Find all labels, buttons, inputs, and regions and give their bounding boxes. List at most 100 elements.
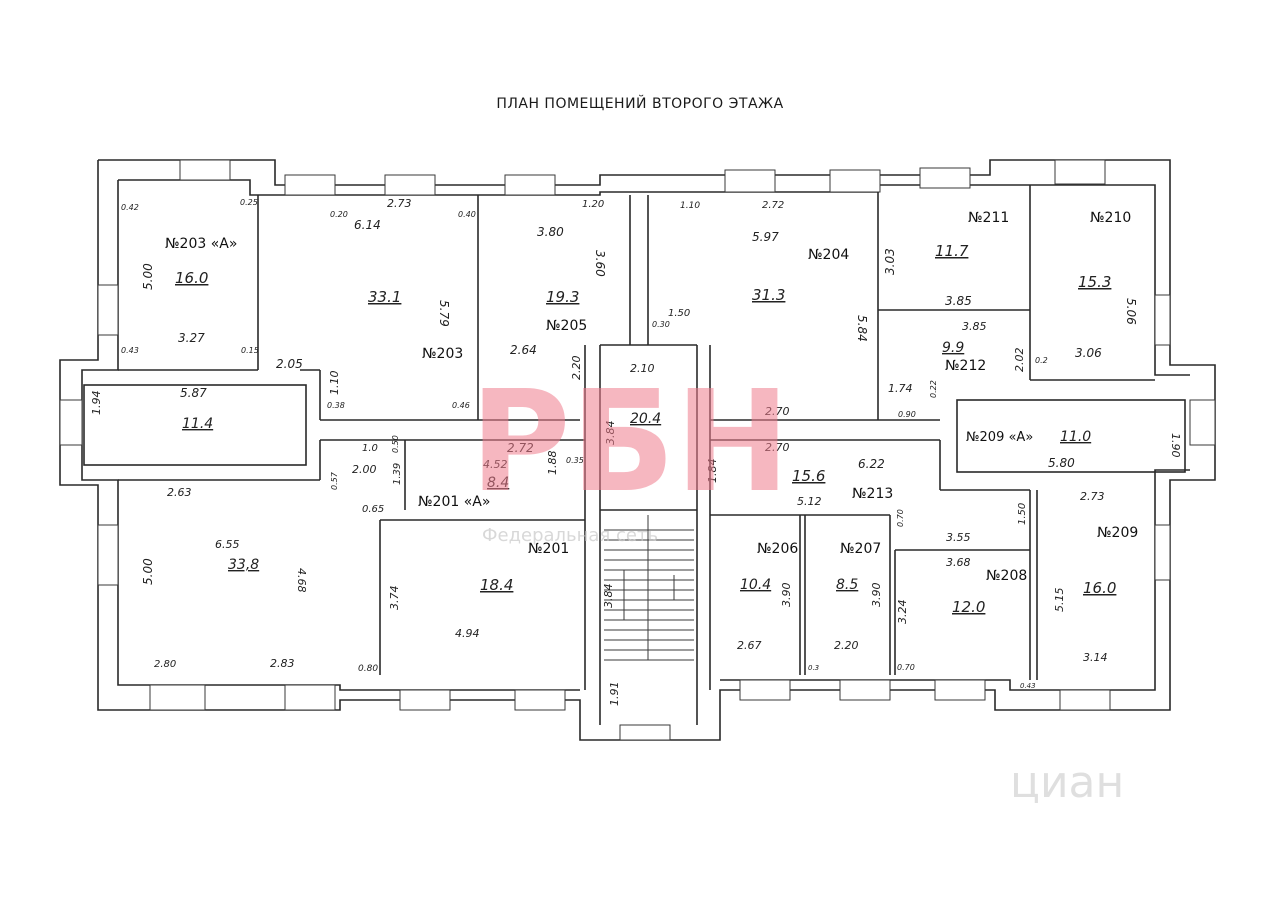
room-204-label: №204	[808, 247, 849, 263]
dim: 2.73	[387, 197, 412, 210]
dim: 5.12	[797, 495, 822, 508]
dim: 5.84	[855, 315, 869, 342]
dim: 3.85	[962, 320, 987, 333]
stair-hall-area: 20.4	[630, 411, 661, 427]
room-213-area: 15.6	[792, 467, 825, 485]
dim: 3.80	[537, 225, 564, 239]
dim: 2.05	[276, 357, 303, 371]
dim: 2.70	[765, 405, 790, 418]
dim: 0.25	[240, 198, 258, 207]
room-211-area: 11.7	[935, 242, 969, 260]
dim: 0.90	[898, 410, 916, 419]
room-labels: №203 «А» 16.0 №203 33.1 №205 19.3 №204 3…	[165, 210, 1138, 616]
room-203a-label: №203 «А»	[165, 236, 237, 252]
dim: 3.03	[883, 248, 897, 275]
room-209-label: №209	[1097, 525, 1138, 541]
room-209a-area: 11.0	[1060, 429, 1091, 445]
room-208-area: 12.0	[952, 598, 985, 616]
room-210-label: №210	[1090, 210, 1131, 226]
dim: 5.97	[752, 230, 779, 244]
dim: 2.72	[507, 441, 534, 455]
dim: 2.73	[1080, 490, 1105, 503]
dim: 1.94	[90, 391, 103, 416]
dim: 0.30	[652, 320, 670, 329]
room-208-label: №208	[986, 568, 1027, 584]
room-203-area: 33.1	[368, 288, 401, 306]
dim: 4.94	[455, 627, 480, 640]
dim: 0.15	[241, 346, 259, 355]
dim: 0.50	[391, 435, 400, 453]
dim: 3.55	[946, 531, 971, 544]
dim: 1.74	[888, 382, 913, 395]
room-206-label: №206	[757, 541, 798, 557]
dim: 3.84	[602, 584, 615, 609]
room-209-area: 16.0	[1083, 579, 1116, 597]
dim: 1.0	[362, 443, 378, 454]
dim: 2.80	[154, 659, 176, 670]
dim: 1.91	[608, 682, 621, 707]
dim: 1.88	[546, 451, 559, 476]
room-203a-area: 16.0	[175, 269, 208, 287]
dim: 0.42	[121, 203, 139, 212]
dim: 1.90	[1169, 433, 1182, 458]
dim: 0.3	[808, 664, 819, 672]
room-207-label: №207	[840, 541, 881, 557]
dim: 2.02	[1013, 348, 1026, 373]
staircase	[604, 515, 694, 661]
federal-network-watermark: Федеральная сеть	[482, 525, 658, 546]
dim: 6.55	[215, 538, 240, 551]
dim: 2.10	[630, 362, 655, 375]
dim: 5.15	[1053, 588, 1066, 613]
rbn-logo-watermark: РБН	[470, 361, 790, 524]
dim: 6.22	[858, 457, 885, 471]
dim: 2.00	[352, 463, 377, 476]
dim: 5.00	[141, 558, 155, 585]
dimension-labels: 5.00 3.27 0.42 0.43 0.25 0.15 0.20 2.73 …	[90, 197, 1182, 706]
dim: 5.87	[180, 386, 207, 400]
dim: 0.22	[929, 380, 938, 398]
room-203-label: №203	[422, 346, 463, 362]
dim: 3.14	[1083, 651, 1108, 664]
partitions	[83, 185, 1186, 725]
dim: 1.50	[1017, 503, 1028, 525]
room-206-area: 10.4	[740, 577, 771, 593]
dim: 3.74	[388, 586, 401, 611]
corridor-west-area: 11.4	[182, 416, 213, 432]
watermarks: РБН Федеральная сеть циан	[470, 361, 1124, 808]
dim: 1.20	[582, 199, 604, 210]
room-205-label: №205	[546, 318, 587, 334]
dim: 5.00	[141, 263, 155, 290]
dim: 1.10	[680, 201, 700, 211]
room-201-area: 18.4	[480, 576, 513, 594]
dim: 0.65	[362, 504, 384, 515]
dim: 0.46	[452, 401, 470, 410]
dim: 3.27	[178, 331, 205, 345]
room-207-area: 8.5	[836, 577, 858, 593]
room-201a-label: №201 «А»	[418, 494, 490, 510]
dim: 0.70	[897, 663, 915, 672]
dim: 2.20	[834, 639, 859, 652]
dim: 2.63	[167, 486, 192, 499]
room-209a-label: №209 «А»	[966, 430, 1033, 445]
room-201a-area: 8.4	[487, 475, 509, 491]
dim: 0.2	[1035, 356, 1048, 365]
dim: 3.06	[1075, 346, 1102, 360]
dim: 3.85	[945, 294, 972, 308]
dim: 3.24	[896, 600, 909, 625]
dim: 0.43	[121, 346, 139, 355]
dim: 2.72	[762, 200, 784, 211]
room-213-label: №213	[852, 486, 893, 502]
dim: 0.20	[330, 210, 348, 219]
dim: 3.60	[593, 250, 607, 277]
dim: 0.40	[458, 210, 476, 219]
dim: 3.90	[870, 583, 883, 608]
dim: 0.43	[1020, 682, 1036, 690]
dim: 6.14	[354, 218, 381, 232]
room-201-label: №201	[528, 541, 569, 557]
dim: 2.83	[270, 657, 295, 670]
dim: 5.79	[437, 300, 451, 327]
dim: 0.35	[566, 456, 584, 465]
dim: 2.64	[510, 343, 537, 357]
dim: 2.67	[737, 639, 762, 652]
dim: 2.20	[570, 356, 583, 381]
